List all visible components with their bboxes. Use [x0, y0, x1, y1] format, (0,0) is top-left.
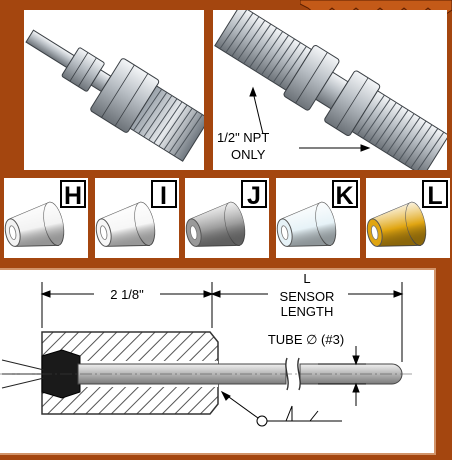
- ferrule-option-tile[interactable]: K: [275, 178, 360, 258]
- ferrule-image: [276, 201, 336, 247]
- ferrule-image: [185, 201, 246, 247]
- sensor-length-line-1: SENSOR: [280, 289, 335, 304]
- tube-diameter-dimension: [318, 346, 366, 406]
- section-drawing-panel: 2 1/8" L SENSOR LENGTH TUBE ∅ (#3: [0, 268, 436, 455]
- ferrule-option-label: K: [331, 180, 358, 210]
- tube-diameter-label: TUBE ∅ (#3): [268, 332, 344, 347]
- sensor-length-dimension: [210, 282, 404, 362]
- fitting-image-panel: [24, 10, 210, 170]
- ferrule-option-label: J: [241, 180, 267, 210]
- length-symbol: L: [303, 271, 310, 286]
- fitting-length-dimension: [40, 282, 214, 328]
- ferrule-image: [4, 201, 65, 247]
- ferrule-option-tile[interactable]: J: [185, 178, 269, 258]
- weld-symbol: [220, 390, 342, 427]
- ferrule-option-label: H: [60, 180, 86, 210]
- ferrule-image: [366, 201, 427, 247]
- ferrule-option-tile[interactable]: H: [4, 178, 88, 258]
- npt-callout-line-1: 1/2" NPT: [217, 130, 269, 145]
- union-image-panel: 1/2" NPT ONLY: [213, 4, 450, 177]
- npt-callout-line-2: ONLY: [231, 147, 266, 162]
- sensor-section-drawing: 2 1/8" L SENSOR LENGTH TUBE ∅ (#3: [0, 271, 412, 427]
- fitting-length-label: 2 1/8": [110, 287, 144, 302]
- ferrule-option-tile[interactable]: I: [94, 178, 179, 258]
- compression-fitting-image: [25, 29, 210, 162]
- sensor-length-line-2: LENGTH: [281, 304, 334, 319]
- ferrule-image: [95, 201, 155, 247]
- npt-callout-leaders: [249, 86, 371, 152]
- ferrule-option-label: L: [422, 180, 448, 210]
- ferrule-option-label: I: [150, 180, 177, 210]
- ferrule-option-tile[interactable]: L: [366, 178, 450, 258]
- threaded-union-image: 1/2" NPT ONLY: [214, 4, 450, 177]
